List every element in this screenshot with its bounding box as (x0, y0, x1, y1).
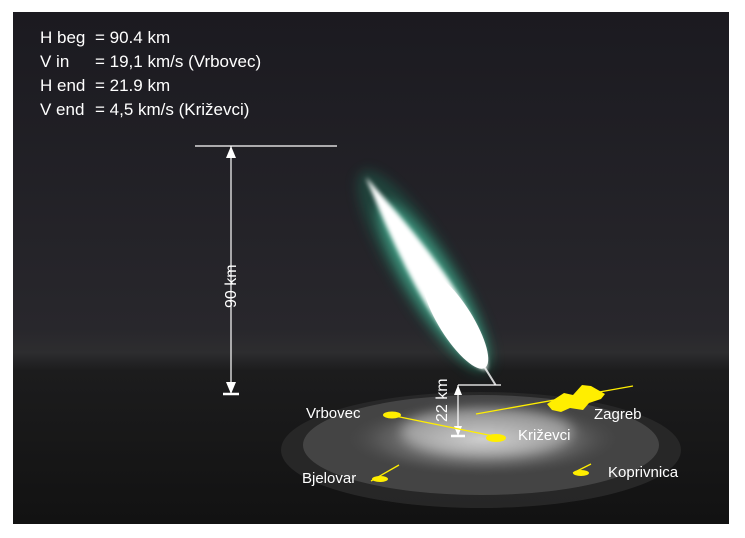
town-marker-krizevci (486, 434, 506, 442)
arrow-up-icon (226, 146, 236, 158)
altitude-marker-22km: 22 km (434, 378, 501, 438)
h-beg-label: H beg (40, 28, 85, 47)
stats-block: H beg = 90.4 km V in = 19,1 km/s (Vrbove… (40, 28, 261, 119)
meteor-diagram: H beg = 90.4 km V in = 19,1 km/s (Vrbove… (13, 12, 729, 524)
towns: Vrbovec Zagreb Križevci Bjelovar Koprivn… (302, 385, 679, 487)
town-marker-bjelovar (372, 476, 388, 482)
ground-glow-core (401, 408, 573, 456)
altitude-marker-90km: 90 km (195, 145, 337, 396)
h-end-value: = 21.9 km (95, 76, 170, 95)
town-marker-zagreb (547, 385, 605, 412)
v-in-value: = 19,1 km/s (Vrbovec) (95, 52, 261, 71)
road-vrbovec-krizevci (389, 414, 504, 439)
fireball-head (423, 273, 489, 369)
altitude-22-label: 22 km (434, 378, 451, 422)
h-beg-value: = 90.4 km (95, 28, 170, 47)
v-end-value: = 4,5 km/s (Križevci) (95, 100, 249, 119)
fireball-tail-spark (484, 367, 497, 386)
town-label-krizevci: Križevci (518, 427, 571, 444)
town-label-zagreb: Zagreb (594, 406, 642, 423)
fireball (357, 170, 497, 386)
h-end-label: H end (40, 76, 85, 95)
v-in-label: V in (40, 52, 69, 71)
altitude-90-label: 90 km (223, 264, 240, 308)
arrow-down-icon (226, 382, 236, 394)
v-end-label: V end (40, 100, 84, 119)
town-label-vrbovec: Vrbovec (306, 405, 361, 422)
town-label-koprivnica: Koprivnica (608, 464, 679, 481)
end-arrow-up-icon (454, 385, 462, 395)
town-marker-vrbovec (383, 411, 401, 419)
town-marker-koprivnica (573, 470, 589, 476)
diagram-canvas: H beg = 90.4 km V in = 19,1 km/s (Vrbove… (13, 12, 729, 524)
town-label-bjelovar: Bjelovar (302, 470, 356, 487)
